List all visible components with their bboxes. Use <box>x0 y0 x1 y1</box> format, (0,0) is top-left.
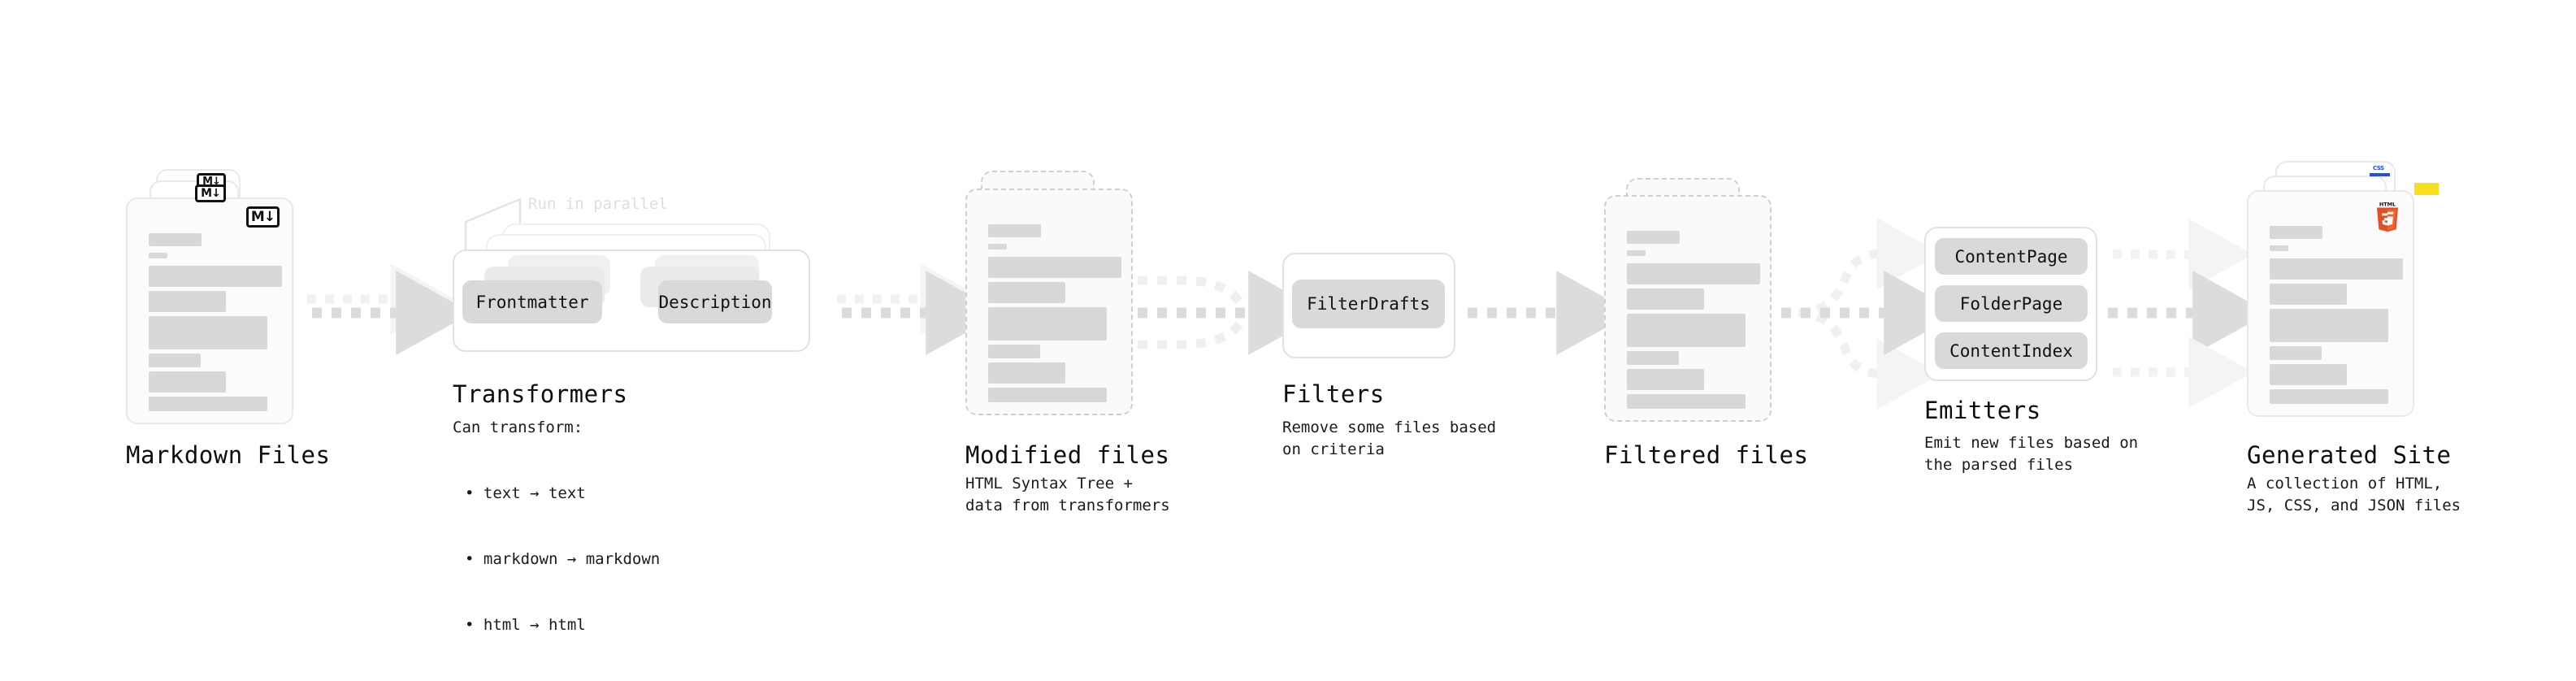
doc-line <box>2270 245 2288 251</box>
markdown-badge-front: M↓ <box>246 206 280 228</box>
emitters-chip-folderpage[interactable]: FolderPage <box>1935 285 2088 322</box>
parallel-bracket <box>464 197 522 256</box>
doc-line <box>988 282 1065 303</box>
html5-icon: HTML <box>2376 201 2399 232</box>
markdown-card-front <box>126 197 293 424</box>
doc-line <box>2270 346 2322 360</box>
stage-title-markdown-files: Markdown Files <box>126 441 331 469</box>
doc-line <box>988 345 1040 358</box>
emitters-chip-contentpage[interactable]: ContentPage <box>1935 238 2088 275</box>
modified-card-front <box>965 189 1133 415</box>
bullet-item: • text → text <box>465 484 586 502</box>
stage-desc-emitters: Emit new files based on the parsed files <box>1924 434 2139 474</box>
doc-line <box>988 244 1007 249</box>
doc-line <box>2270 389 2388 404</box>
svg-text:HTML: HTML <box>2379 201 2396 207</box>
bullet-item: • html → html <box>465 616 586 634</box>
stage-title-emitters: Emitters <box>1924 397 2041 424</box>
doc-line <box>149 253 167 258</box>
doc-line <box>149 266 282 287</box>
doc-line <box>1627 231 1680 244</box>
stage-title-filters: Filters <box>1282 380 1385 408</box>
stage-title-filtered-files: Filtered files <box>1604 441 1809 469</box>
doc-line <box>149 354 201 367</box>
doc-line <box>1627 250 1646 256</box>
filtered-card-front <box>1604 195 1772 422</box>
doc-line <box>988 362 1065 384</box>
stage-title-transformers: Transformers <box>453 380 628 408</box>
stage-bullets-transformers: • text → text • markdown → markdown • ht… <box>465 439 660 680</box>
filters-chip-filterdrafts[interactable]: FilterDrafts <box>1292 280 1445 328</box>
run-in-parallel-note: Run in parallel <box>528 195 668 213</box>
connector-emitters-to-site <box>2108 219 2269 408</box>
css-badge <box>2370 173 2390 176</box>
stage-desc-filters: Remove some files based on criteria <box>1282 419 1497 458</box>
emitters-chip-contentindex[interactable]: ContentIndex <box>1935 332 2088 369</box>
doc-line <box>2270 364 2347 385</box>
js-badge <box>2414 183 2439 195</box>
doc-line <box>149 233 202 246</box>
doc-line <box>1627 351 1679 365</box>
doc-line <box>149 371 226 393</box>
stage-desc-generated-site: A collection of HTML, JS, CSS, and JSON … <box>2247 475 2461 514</box>
doc-line <box>2270 258 2403 280</box>
transformer-chip-description[interactable]: Description <box>658 280 772 323</box>
doc-line <box>1627 263 1760 284</box>
markdown-badge-mid: M↓ <box>195 184 226 202</box>
doc-line <box>1627 288 1704 310</box>
bullet-item: • markdown → markdown <box>465 550 661 568</box>
site-card-front <box>2247 190 2414 417</box>
doc-line <box>149 397 267 411</box>
stage-title-generated-site: Generated Site <box>2247 441 2452 469</box>
connector-modified-to-filters <box>1138 271 1325 355</box>
doc-line <box>149 291 226 312</box>
connector-md-to-transformers <box>307 263 472 355</box>
doc-line <box>1627 369 1704 390</box>
connector-filtered-to-emitters <box>1781 218 1960 410</box>
doc-line <box>988 224 1041 237</box>
doc-line <box>2270 226 2322 239</box>
doc-line <box>2270 309 2388 342</box>
transformer-chip-frontmatter[interactable]: Frontmatter <box>462 280 602 323</box>
css-badge-label: CSS <box>2373 165 2384 171</box>
doc-line <box>149 316 267 349</box>
doc-line <box>1627 394 1746 409</box>
stage-desc-modified-files: HTML Syntax Tree + data from transformer… <box>965 475 1170 514</box>
doc-line <box>2270 284 2347 305</box>
doc-line <box>988 257 1121 278</box>
connector-transformers-to-modified <box>837 263 1002 355</box>
stage-desc-transformers: Can transform: <box>453 419 583 436</box>
stage-title-modified-files: Modified files <box>965 441 1170 469</box>
doc-line <box>1627 314 1746 347</box>
doc-line <box>988 307 1107 340</box>
doc-line <box>988 388 1107 402</box>
